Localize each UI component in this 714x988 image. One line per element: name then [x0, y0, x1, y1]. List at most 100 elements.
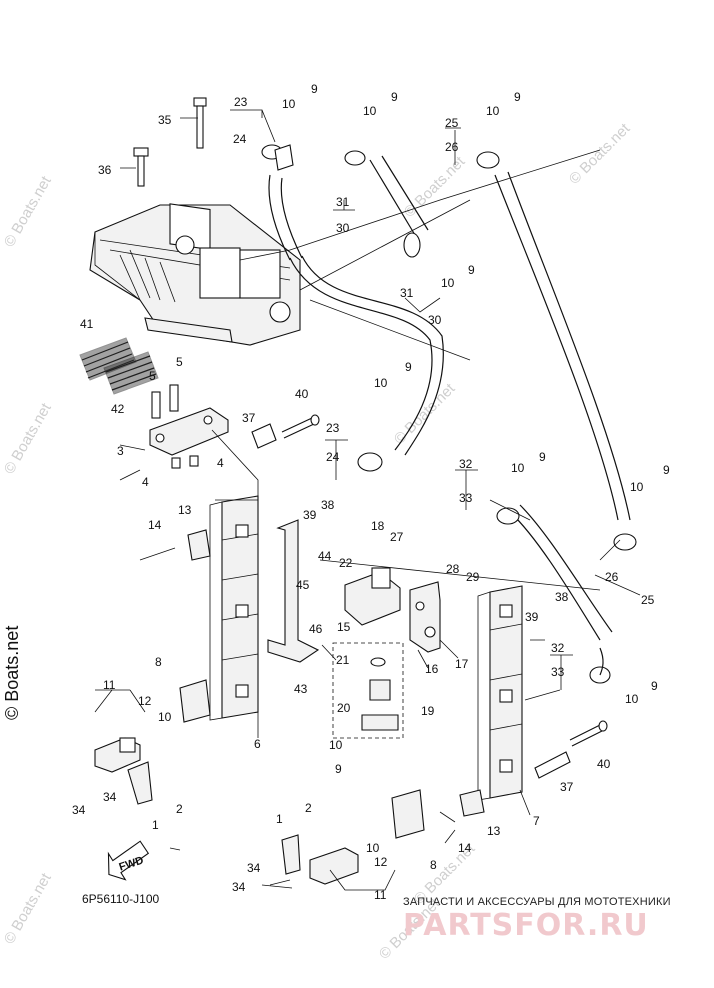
callout: 9	[405, 360, 412, 374]
callout: 40	[597, 757, 611, 771]
callout: 25	[445, 116, 459, 130]
callout-layer: 35 36 23 24 10 9 10 9 25 26 10 9 31 30 9…	[72, 82, 670, 902]
callout: 33	[551, 665, 565, 679]
fwd-arrow: FWD	[107, 840, 150, 881]
callout: 8	[430, 858, 437, 872]
callout: 10	[630, 480, 644, 494]
callout: 14	[458, 841, 472, 855]
pin-37-top	[251, 423, 277, 449]
callout: 23	[326, 421, 340, 435]
callout: 4	[217, 456, 224, 470]
callout: 15	[337, 620, 351, 634]
watermark-text: © Boats.net	[1, 400, 55, 477]
callout: 34	[247, 861, 261, 875]
callout: 9	[514, 90, 521, 104]
callout: 26	[605, 570, 619, 584]
callout: 38	[321, 498, 335, 512]
callout: 6	[254, 737, 261, 751]
callout: 32	[551, 641, 565, 655]
callout: 31	[400, 286, 414, 300]
callout: 27	[390, 530, 404, 544]
callout: 34	[103, 790, 117, 804]
callout: 4	[142, 475, 149, 489]
callout: 40	[295, 387, 309, 401]
bracket-43	[267, 519, 320, 663]
callout: 2	[305, 801, 312, 815]
callout: 18	[371, 519, 385, 533]
callout: 38	[555, 590, 569, 604]
callout: 46	[309, 622, 323, 636]
callout: 10	[625, 692, 639, 706]
callout: 12	[138, 694, 152, 708]
leader-lines	[94, 109, 641, 891]
callout: 10	[158, 710, 172, 724]
bracket-16	[409, 581, 441, 653]
callout: 10	[282, 97, 296, 111]
callout: 1	[276, 812, 283, 826]
callout: 29	[466, 570, 480, 584]
callout: 19	[421, 704, 435, 718]
callout: 1	[152, 818, 159, 832]
callout: 10	[329, 738, 343, 752]
callout: 13	[487, 824, 501, 838]
watermark-text: © Boats.net	[566, 120, 634, 188]
holder-8-right	[391, 789, 425, 839]
brand-watermark: © Boats.net	[2, 626, 22, 720]
callout: 10	[366, 841, 380, 855]
callout: 10	[374, 376, 388, 390]
sensor-kit-box-19	[332, 642, 404, 739]
bolt-40-top	[281, 414, 320, 439]
watermark-text: © Boats.net	[1, 870, 55, 947]
holder-8-left	[179, 679, 211, 723]
callout: 34	[232, 880, 246, 894]
callout: 37	[560, 780, 574, 794]
callout: 10	[511, 461, 525, 475]
callout: 7	[533, 814, 540, 828]
callout: 10	[486, 104, 500, 118]
bolt-35	[193, 97, 207, 149]
callout: 5	[176, 355, 183, 369]
callout: 30	[428, 313, 442, 327]
callout: 30	[336, 221, 350, 235]
callout: 17	[455, 657, 469, 671]
banner-logo: PARTSFOR.RU	[403, 908, 649, 943]
callout: 11	[374, 888, 387, 902]
callout: 39	[303, 508, 317, 522]
callout: 24	[326, 450, 340, 464]
injector-11-bottom	[281, 834, 359, 885]
callout: 3	[117, 444, 124, 458]
callout: 14	[148, 518, 162, 532]
banner-tagline: ЗАПЧАСТИ И АКСЕССУАРЫ ДЛЯ МОТОТЕХНИКИ	[403, 896, 671, 908]
callout: 26	[445, 140, 459, 154]
watermark-text: © Boats.net	[391, 380, 459, 448]
bolt-40-bottom	[569, 720, 608, 747]
callout: 39	[525, 610, 539, 624]
pressure-regulator-22	[344, 567, 401, 626]
callout: 37	[242, 411, 256, 425]
callout: 9	[311, 82, 318, 96]
callout: 20	[337, 701, 351, 715]
callout: 33	[459, 491, 473, 505]
bracket-3	[149, 384, 229, 469]
watermark-text: © Boats.net	[401, 153, 469, 221]
callout: 10	[363, 104, 377, 118]
callout: 42	[111, 402, 125, 416]
callout: 43	[294, 682, 308, 696]
fuel-rail-7	[477, 585, 523, 801]
spring-41	[79, 337, 137, 381]
callout: 45	[296, 578, 310, 592]
callout: 25	[641, 593, 655, 607]
callout: 28	[446, 562, 460, 576]
callout: 5	[149, 369, 156, 383]
diagram-code: 6P56110-J100	[82, 892, 160, 906]
top-hose-group	[261, 144, 637, 684]
callout: 35	[158, 113, 172, 127]
callout: 8	[155, 655, 162, 669]
callout: 2	[176, 802, 183, 816]
callout: 21	[336, 653, 350, 667]
watermark-text: © Boats.net	[1, 173, 55, 250]
callout: 12	[374, 855, 388, 869]
callout: 9	[663, 463, 670, 477]
callout: 24	[233, 132, 247, 146]
callout: 22	[339, 556, 353, 570]
